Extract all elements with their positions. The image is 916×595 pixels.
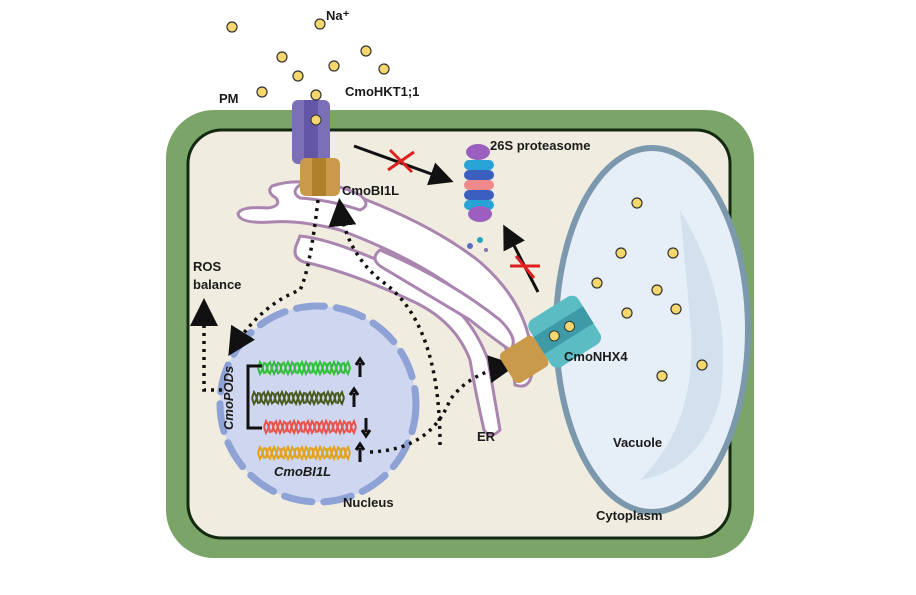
label-ros-balance: balance [193, 277, 241, 292]
label-er: ER [477, 429, 496, 444]
sodium-ion [621, 307, 633, 319]
sodium-ion [276, 51, 288, 63]
path-bi1l-to-nucleus [228, 199, 320, 356]
sodium-ion [360, 45, 372, 57]
sodium-ion [292, 70, 304, 82]
sodium-ion [328, 60, 340, 72]
bi1l-protein [300, 158, 340, 196]
label-nucleus: Nucleus [343, 495, 394, 510]
label-hkt: CmoHKT1;1 [345, 84, 419, 99]
label-cytoplasm: Cytoplasm [596, 508, 662, 523]
label-proteasome: 26S proteasome [490, 138, 590, 153]
sodium-ion [378, 63, 390, 75]
sodium-ion [670, 303, 682, 315]
sodium-ion [651, 284, 663, 296]
pod-gene-2 [251, 386, 360, 407]
up-arrow-icon [354, 441, 366, 462]
label-vacuole: Vacuole [613, 435, 662, 450]
path-to-ros [190, 298, 222, 392]
pod-gene-1 [257, 356, 366, 377]
label-na: Na⁺ [326, 8, 350, 23]
sodium-ion [615, 247, 627, 259]
sodium-ion [314, 18, 326, 30]
inhibit-mark-1 [387, 148, 415, 174]
up-arrow-icon [348, 386, 360, 407]
sodium-ions [226, 18, 708, 382]
bi1l-gene [257, 441, 366, 462]
label-bi1l-gene: CmoBI1L [274, 464, 331, 479]
label-pods: CmoPODs [221, 366, 236, 430]
pod-gene-3 [263, 418, 372, 439]
nhx4-transporter [499, 295, 602, 384]
up-arrow-icon [354, 356, 366, 377]
label-ros: ROS [193, 259, 222, 274]
sodium-ion [226, 21, 238, 33]
down-arrow-icon [360, 418, 372, 439]
gene-list [251, 356, 372, 462]
sodium-ion [256, 86, 268, 98]
label-bi1l-protein: CmoBI1L [342, 183, 399, 198]
label-pm: PM [219, 91, 239, 106]
signal-pathways [190, 198, 517, 454]
sodium-ion [631, 197, 643, 209]
pods-bracket [246, 364, 262, 430]
label-nhx4: CmoNHX4 [564, 349, 628, 364]
sodium-ion [310, 89, 322, 101]
hkt-transporter [292, 100, 330, 164]
inhibit-mark-2 [510, 255, 540, 279]
sodium-ion [696, 359, 708, 371]
sodium-ion [656, 370, 668, 382]
endoplasmic-reticulum [236, 180, 534, 437]
sodium-ion [591, 277, 603, 289]
sodium-ion [667, 247, 679, 259]
proteasome [464, 144, 494, 252]
